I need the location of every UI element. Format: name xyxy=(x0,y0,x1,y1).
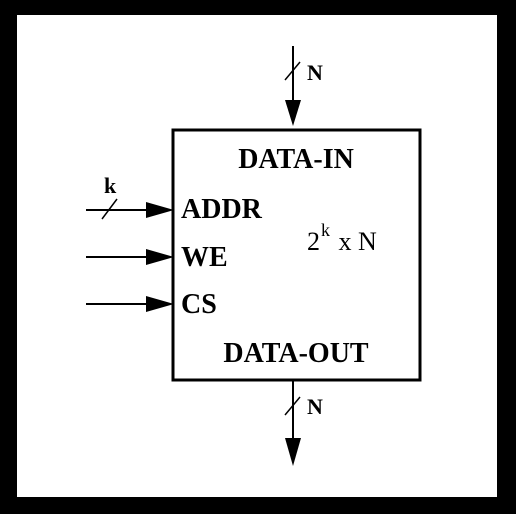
addr-bus-slash xyxy=(101,198,118,220)
bottom-bus-width-label: N xyxy=(307,394,323,419)
addr-label: ADDR xyxy=(181,194,263,225)
top-bus-slash xyxy=(284,61,301,81)
capacity-rest: x N xyxy=(332,227,377,256)
top-bus-width-label: N xyxy=(307,60,323,85)
top-bus-arrow: N xyxy=(284,46,323,126)
cs-input-arrow xyxy=(86,296,174,312)
cs-label: CS xyxy=(181,289,217,320)
data-out-label: DATA-OUT xyxy=(223,338,369,369)
we-label: WE xyxy=(181,242,228,273)
data-in-label: DATA-IN xyxy=(238,144,354,175)
bottom-bus-slash xyxy=(284,396,301,416)
addr-bus-width-label: k xyxy=(104,173,117,198)
bottom-bus-arrow: N xyxy=(284,380,323,466)
addr-input-arrow: k xyxy=(86,173,174,220)
capacity-base: 2 xyxy=(307,227,320,256)
capacity-label: 2 k x N xyxy=(307,220,377,256)
memory-block xyxy=(171,128,422,382)
capacity-exponent: k xyxy=(321,220,330,240)
we-input-arrow xyxy=(86,249,174,265)
